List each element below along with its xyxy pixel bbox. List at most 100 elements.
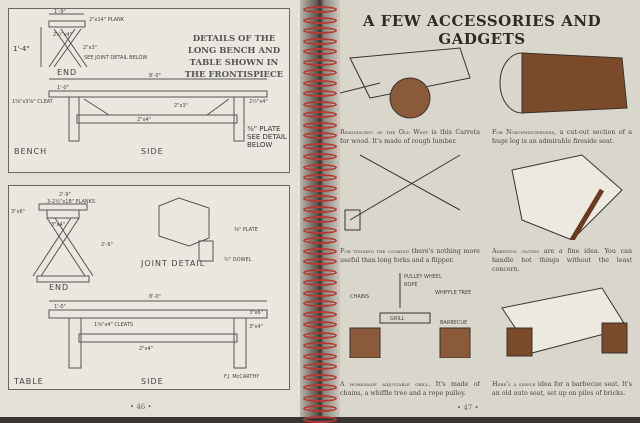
caption-lead: For Northwesterners,: [492, 129, 557, 136]
carreta-illustration: [340, 47, 471, 119]
spiral-ring: [303, 6, 337, 13]
caption-text: there's nothing more useful than long fo…: [340, 248, 480, 264]
spiral-ring: [303, 37, 337, 45]
dim-text: 2"x14" PLANK: [89, 17, 125, 23]
dim-text: 3"x6": [249, 310, 263, 316]
left-page: 1'-9" 2"x14" PLANK 2½"x4" 2"x3" 1'-4" SE…: [0, 0, 318, 417]
dim-text: 3-2½"x18" PLANKS: [47, 198, 95, 205]
dim-text: 1'-9": [54, 9, 66, 15]
dim-text: SEE JOINT DETAIL BELOW: [84, 55, 147, 61]
spiral-ring: [303, 394, 337, 402]
joint-detail-label: JOINT DETAIL: [140, 259, 205, 268]
bench-drawing: 1'-9" 2"x14" PLANK 2½"x4" 2"x3" 1'-4" SE…: [8, 8, 290, 173]
caption-text: is this Carreta for wood. It's made of r…: [340, 129, 480, 145]
caption-text: idea for a barbecue seat. It's an old au…: [492, 381, 632, 397]
spiral-ring: [303, 121, 337, 129]
spiral-ring: [303, 90, 337, 97]
spiral-ring: [303, 384, 337, 391]
log-seat-illustration: [499, 52, 628, 114]
grill-label: CHAINS: [350, 294, 369, 300]
dim-text: 2'-9": [59, 192, 71, 198]
spiral-ring: [303, 184, 337, 192]
caption-text: It's made of chains, a whiffle tree and …: [340, 381, 480, 397]
spiral-ring: [303, 237, 337, 244]
dim-text: 1'-0": [57, 85, 69, 91]
caption-text: a cut-out section of a huge log is an ad…: [492, 129, 632, 145]
grill-label: WHIFFLE TREE: [435, 290, 471, 296]
spiral-ring: [303, 58, 337, 66]
dim-text: 8'-0": [149, 73, 161, 79]
spiral-ring: [303, 352, 337, 360]
spiral-ring: [303, 310, 337, 318]
spiral-ring: [303, 69, 337, 76]
page-number: • 46 •: [130, 403, 152, 411]
dim-text: 2"x3": [83, 45, 97, 51]
gloves-illustration: [511, 154, 623, 240]
dim-text: 2"x4": [137, 117, 151, 123]
dim-text: 2"x3": [174, 103, 188, 109]
spiral-ring: [303, 289, 337, 297]
spiral-ring: [303, 268, 337, 276]
spiral-ring: [303, 258, 337, 265]
caption-lead: For tending the cooking: [340, 248, 410, 255]
caption-forks: For tending the cooking there's nothing …: [340, 247, 480, 265]
table-drawing: 2'-9" 3-2½"x18" PLANKS 3"x6" 3"x4" 2'-6"…: [8, 185, 290, 390]
spiral-ring: [303, 195, 337, 202]
dim-text: 2'-6": [101, 242, 113, 248]
grill-label: BARBECUE: [440, 320, 467, 326]
dim-text: 2½"x4": [249, 98, 268, 105]
signature: F.J. McCARTHY: [224, 374, 260, 380]
dim-text: 2½"x4": [53, 31, 72, 38]
spiral-ring: [303, 247, 337, 255]
spiral-ring: [303, 16, 337, 24]
spiral-ring: [303, 205, 337, 213]
caption-grill: A homemade adjustable grill. It's made o…: [340, 380, 480, 398]
spiral-ring: [303, 373, 337, 381]
spiral-ring: [303, 331, 337, 339]
end-height-dim: 1'-4": [13, 45, 30, 53]
dim-text: ½" DOWEL: [224, 256, 252, 263]
spiral-ring: [303, 100, 337, 108]
table-label: TABLE: [13, 377, 44, 386]
dim-text: 3"x4": [249, 324, 263, 330]
spiral-ring: [303, 342, 337, 349]
caption-auto-seat: Here's a simple idea for a barbecue seat…: [492, 380, 632, 398]
spiral-ring: [303, 163, 337, 171]
dim-text: 1⅝"x4" CLEATS: [94, 322, 133, 328]
dim-text: ⅜" PLATE: [234, 227, 258, 233]
dim-text: 1⅝"x3⅝" CLEAT: [12, 99, 54, 105]
spiral-ring: [303, 111, 337, 118]
auto-seat-illustration: [501, 287, 628, 357]
dim-text: 3"x4": [51, 222, 65, 228]
spiral-ring: [303, 142, 337, 150]
grill-label: PULLEY WHEEL: [404, 274, 442, 280]
spiral-ring: [303, 132, 337, 139]
page-title: A FEW ACCESSORIES AND GADGETS: [362, 12, 602, 48]
grill-illustration: PULLEY WHEEL ROPE WHIFFLE TREE GRILL BAR…: [349, 273, 471, 358]
side-label: SIDE: [141, 147, 164, 156]
caption-lead: Here's a simple: [492, 381, 536, 388]
spiral-ring: [303, 27, 337, 34]
caption-lead: Asbestos gloves: [492, 248, 539, 255]
spiral-ring: [303, 321, 337, 328]
spiral-ring: [303, 174, 337, 181]
end-label: END: [57, 68, 77, 77]
page-number: • 47 •: [457, 404, 479, 412]
end-label: END: [49, 283, 69, 292]
dim-text: 2"x4": [139, 346, 153, 352]
caption-lead: A homemade adjustable grill.: [340, 381, 431, 388]
caption-gloves: Asbestos gloves are a fine idea. You can…: [492, 247, 632, 274]
caption-lead: Reminiscent of the Old West: [340, 129, 429, 136]
side-label: SIDE: [141, 377, 164, 386]
dim-text: 1'-0": [54, 304, 66, 310]
bench-label: BENCH: [14, 147, 47, 156]
spiral-ring: [303, 79, 337, 87]
caption-text: are a fine idea. You can handle hot thin…: [492, 248, 632, 273]
plate-note: ⅜" PLATE SEE DETAIL BELOW: [247, 125, 287, 149]
spiral-ring: [303, 226, 337, 234]
spiral-ring: [303, 363, 337, 370]
spiral-ring: [303, 300, 337, 307]
dim-text: 8'-0": [149, 294, 161, 300]
forks-flipper-illustration: [344, 154, 461, 231]
caption-carreta: Reminiscent of the Old West is this Carr…: [340, 128, 480, 146]
